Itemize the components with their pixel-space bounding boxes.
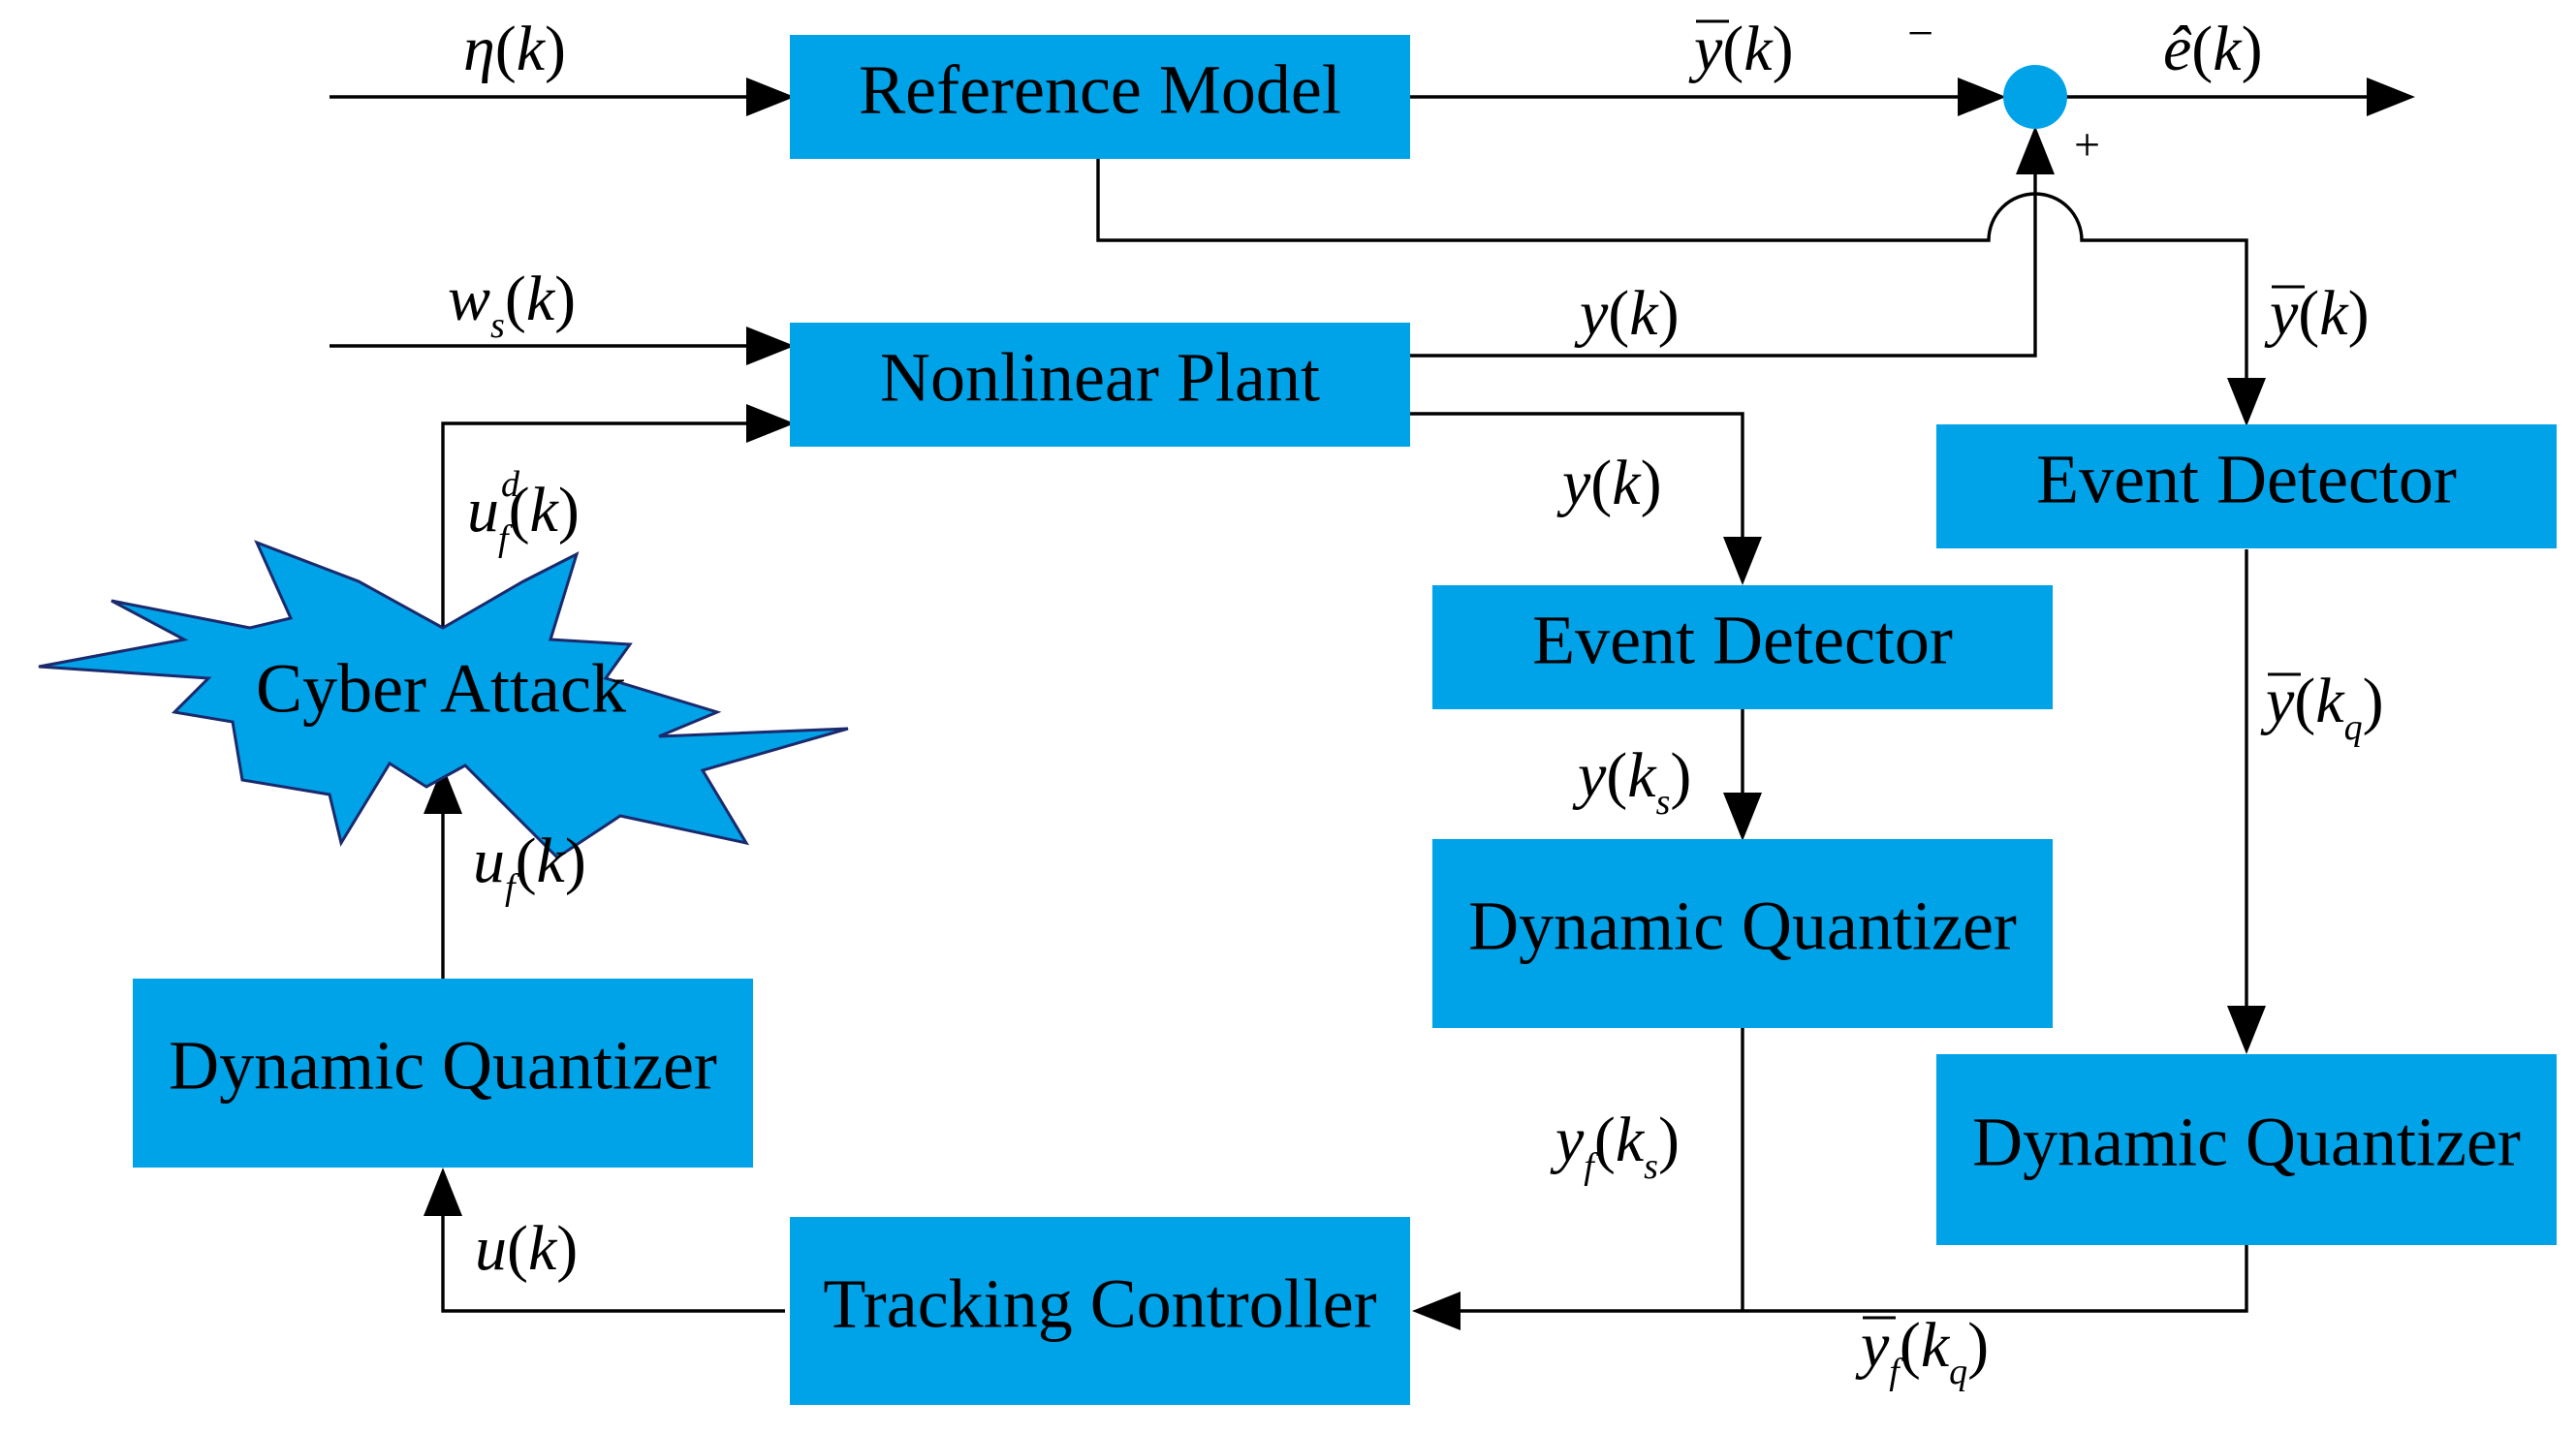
reference-model-block: Reference Model xyxy=(790,35,1410,159)
arrow-into-plant-attack xyxy=(746,404,795,443)
signal-uf: uf(k) xyxy=(473,826,586,908)
signal-yf-ks: yf(ks) xyxy=(1550,1105,1680,1187)
cyber-attack-block: Cyber Attack xyxy=(38,540,849,859)
event-detector-mid-block: Event Detector xyxy=(1432,585,2053,709)
arrow-into-plant-ws xyxy=(746,327,795,365)
cyber-attack-label: Cyber Attack xyxy=(256,650,626,728)
event-detector-right-label: Event Detector xyxy=(2036,441,2457,518)
dynamic-quantizer-mid-label: Dynamic Quantizer xyxy=(1468,888,2017,965)
wires xyxy=(330,95,2370,1313)
dynamic-quantizer-right-block: Dynamic Quantizer xyxy=(1936,1054,2557,1245)
arrow-into-dq-mid xyxy=(1723,793,1762,841)
nonlinear-plant-label: Nonlinear Plant xyxy=(880,339,1320,417)
signal-ybarf-kq: yf(kq) xyxy=(1855,1310,1989,1392)
nonlinear-plant-block: Nonlinear Plant xyxy=(790,323,1410,447)
signal-y-top: y(k) xyxy=(1574,278,1680,349)
wire-dq-right-to-controller xyxy=(1454,1245,2248,1313)
summer-minus-sign: − xyxy=(1907,8,1933,59)
signal-ehat: ê(k) xyxy=(2163,14,2263,84)
dynamic-quantizer-mid-block: Dynamic Quantizer xyxy=(1432,839,2053,1028)
arrow-into-event-detector-right xyxy=(2227,378,2266,426)
event-detector-right-block: Event Detector xyxy=(1936,424,2557,548)
signal-ybar-kq: y(kq) xyxy=(2260,666,2384,748)
wire-plant-to-event-detector xyxy=(1410,412,1744,548)
signal-ybar-right: y(k) xyxy=(2264,278,2370,349)
arrow-output-ehat xyxy=(2367,78,2415,116)
tracking-controller-block: Tracking Controller xyxy=(790,1217,1410,1405)
event-detector-mid-label: Event Detector xyxy=(1532,602,1953,679)
signal-ybar-top: y(k) xyxy=(1688,14,1794,84)
dynamic-quantizer-left-label: Dynamic Quantizer xyxy=(169,1027,717,1105)
arrow-into-event-detector-mid xyxy=(1723,537,1762,585)
wire-attack-to-plant xyxy=(441,421,746,628)
summing-junction: − + xyxy=(1907,8,2100,171)
dynamic-quantizer-left-block: Dynamic Quantizer xyxy=(133,979,753,1168)
arrow-into-summer-plus xyxy=(2016,126,2055,174)
cyber-attack-starburst xyxy=(38,540,849,859)
tracking-controller-label: Tracking Controller xyxy=(823,1265,1376,1343)
arrow-into-controller xyxy=(1412,1292,1461,1330)
wire-controller-to-dq-left xyxy=(441,1206,785,1313)
arrow-into-summer xyxy=(1958,78,2006,116)
arrowheads xyxy=(424,78,2415,1330)
arrow-into-dq-right xyxy=(2227,1006,2266,1054)
signal-y-mid: y(k) xyxy=(1556,448,1662,518)
reference-model-label: Reference Model xyxy=(859,51,1341,129)
signal-u: u(k) xyxy=(475,1213,578,1284)
signal-ws: ws(k) xyxy=(448,264,576,346)
arrow-into-reference-model xyxy=(746,78,795,116)
dynamic-quantizer-right-label: Dynamic Quantizer xyxy=(1972,1104,2521,1181)
wire-plant-to-summer xyxy=(1410,172,2037,358)
arrow-into-attack xyxy=(424,765,462,814)
signal-eta: η(k) xyxy=(463,14,566,84)
arrow-into-dq-left xyxy=(424,1168,462,1216)
signal-y-ks: y(ks) xyxy=(1572,740,1691,823)
summer-circle xyxy=(2003,65,2067,129)
summer-plus-sign: + xyxy=(2074,119,2100,171)
